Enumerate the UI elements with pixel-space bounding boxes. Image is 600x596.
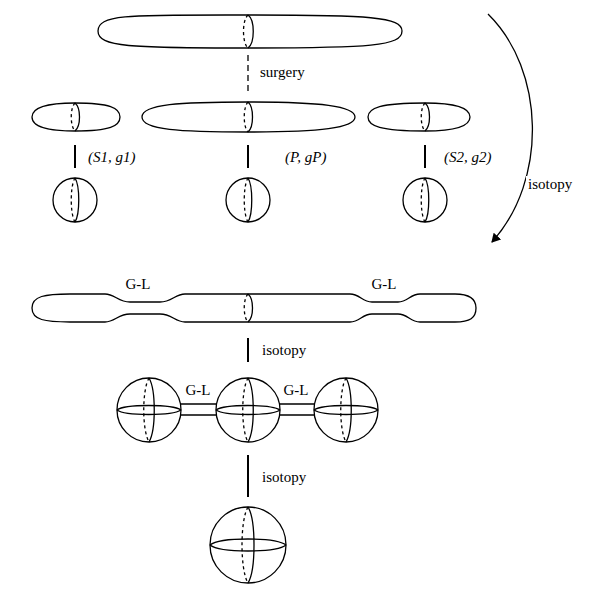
sphere bbox=[216, 378, 280, 442]
connector-label: G-L bbox=[124, 276, 153, 293]
note: isotopy bbox=[260, 342, 308, 359]
sphere bbox=[117, 378, 181, 442]
sphere bbox=[226, 178, 270, 222]
connector-label: G-L bbox=[370, 276, 399, 293]
curved-arrow bbox=[488, 14, 532, 242]
note: isotopy bbox=[260, 469, 308, 486]
cross-section bbox=[248, 15, 253, 48]
connector-label: G-L bbox=[184, 382, 213, 399]
cross-section bbox=[244, 15, 249, 48]
sphere bbox=[403, 178, 447, 222]
space-label: (S1, g1) bbox=[86, 149, 138, 166]
sphere bbox=[53, 178, 97, 222]
sphere-chain bbox=[181, 404, 314, 415]
note: surgery bbox=[258, 64, 307, 81]
space-label: (P, gP) bbox=[283, 149, 328, 166]
sphere bbox=[314, 378, 378, 442]
middle-piece bbox=[142, 102, 355, 132]
dashed-line bbox=[247, 55, 248, 92]
cap-piece bbox=[368, 103, 470, 131]
note: isotopy bbox=[526, 176, 574, 193]
connected-sum bbox=[32, 294, 476, 322]
sphere bbox=[210, 507, 286, 583]
cap-piece bbox=[32, 103, 120, 131]
connector-label: G-L bbox=[282, 382, 311, 399]
space-label: (S2, g2) bbox=[442, 149, 494, 166]
cigar-surface bbox=[98, 15, 402, 48]
